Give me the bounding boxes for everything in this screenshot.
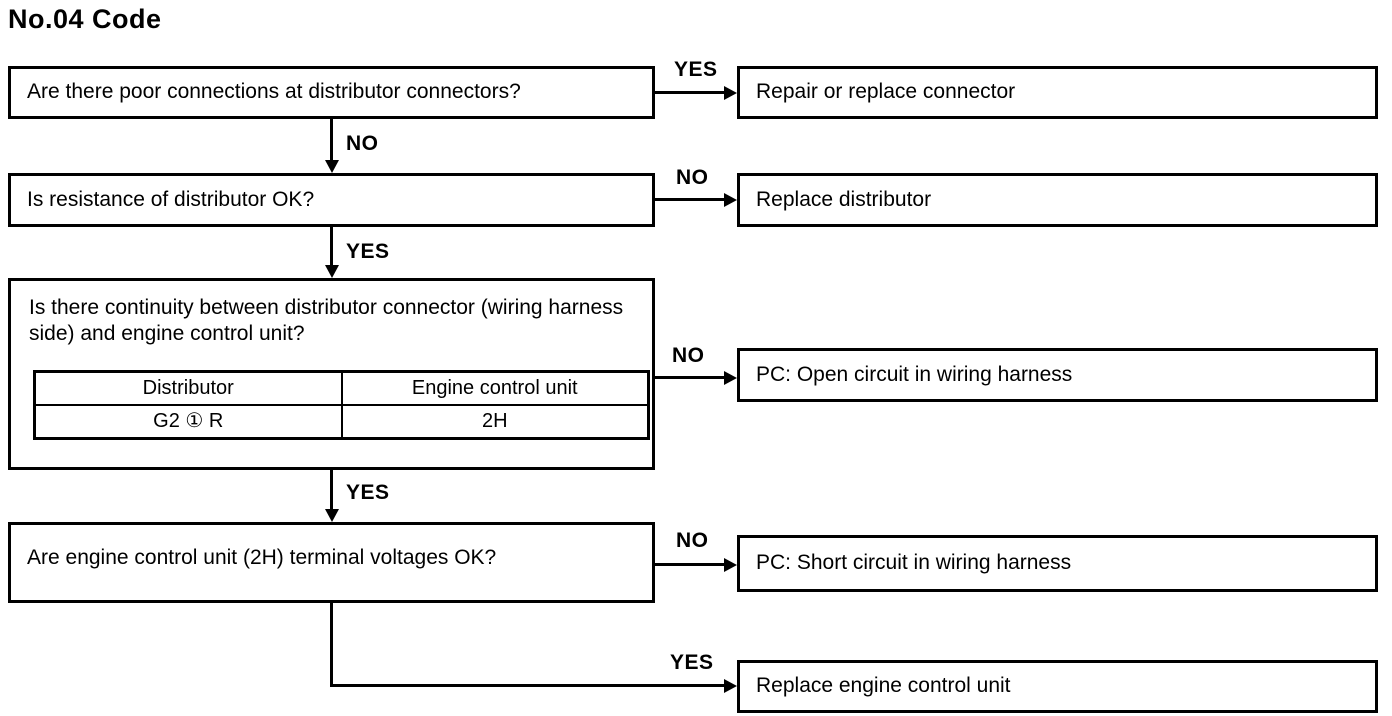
connector-q2-q3 <box>330 227 333 267</box>
edge-label-yes: YES <box>670 651 714 674</box>
arrowhead-right-icon <box>724 86 737 100</box>
result-text: Repair or replace connector <box>756 80 1016 104</box>
result-box-open-circuit: PC: Open circuit in wiring harness <box>737 348 1378 402</box>
connector-q3-r3 <box>655 376 724 379</box>
connector-q1-r1 <box>655 91 724 94</box>
table-cell-ecu-terminal: 2H <box>340 403 650 439</box>
result-box-short-circuit: PC: Short circuit in wiring harness <box>737 535 1378 592</box>
connector-q4-r5 <box>330 684 724 687</box>
arrowhead-down-icon <box>325 265 339 278</box>
edge-label-no: NO <box>346 132 379 155</box>
question-box-distributor-resistance: Is resistance of distributor OK? <box>8 173 655 227</box>
result-text: PC: Short circuit in wiring harness <box>756 551 1072 575</box>
result-text: PC: Open circuit in wiring harness <box>756 362 1073 386</box>
edge-label-yes: YES <box>346 240 390 263</box>
arrowhead-down-icon <box>325 509 339 522</box>
question-text: Are there poor connections at distributo… <box>27 80 521 104</box>
table-header-engine-control-unit: Engine control unit <box>340 370 650 406</box>
result-text: Replace engine control unit <box>756 674 1011 698</box>
result-box-replace-ecu: Replace engine control unit <box>737 660 1378 713</box>
edge-label-no: NO <box>676 529 709 552</box>
arrowhead-right-icon <box>724 679 737 693</box>
edge-label-no: NO <box>672 344 705 367</box>
table-header-distributor: Distributor <box>33 370 343 406</box>
edge-label-no: NO <box>676 166 709 189</box>
arrowhead-right-icon <box>724 371 737 385</box>
question-text: Is resistance of distributor OK? <box>27 187 315 211</box>
result-box-repair-connector: Repair or replace connector <box>737 66 1378 119</box>
connector-q4-down <box>330 603 333 687</box>
continuity-table: Distributor Engine control unit G2 ① R 2… <box>33 369 650 440</box>
arrowhead-right-icon <box>724 193 737 207</box>
arrowhead-right-icon <box>724 558 737 572</box>
connector-q2-r2 <box>655 198 724 201</box>
result-box-replace-distributor: Replace distributor <box>737 173 1378 227</box>
question-text: Is there continuity between distributor … <box>29 296 624 346</box>
edge-label-yes: YES <box>346 481 390 504</box>
question-box-terminal-voltages: Are engine control unit (2H) terminal vo… <box>8 522 655 603</box>
question-box-poor-connections: Are there poor connections at distributo… <box>8 66 655 119</box>
edge-label-yes: YES <box>674 58 718 81</box>
table-cell-distributor-terminal: G2 ① R <box>33 403 343 439</box>
question-text: Are engine control unit (2H) terminal vo… <box>27 546 497 569</box>
table-header-row: Distributor Engine control unit <box>33 370 650 406</box>
connector-q3-q4 <box>330 470 333 511</box>
arrowhead-down-icon <box>325 160 339 173</box>
connector-q1-q2 <box>330 119 333 162</box>
result-text: Replace distributor <box>756 187 932 211</box>
connector-q4-r4 <box>655 563 724 566</box>
page-title: No.04 Code <box>8 4 162 34</box>
table-row: G2 ① R 2H <box>33 403 650 439</box>
question-box-continuity: Is there continuity between distributor … <box>8 278 655 470</box>
